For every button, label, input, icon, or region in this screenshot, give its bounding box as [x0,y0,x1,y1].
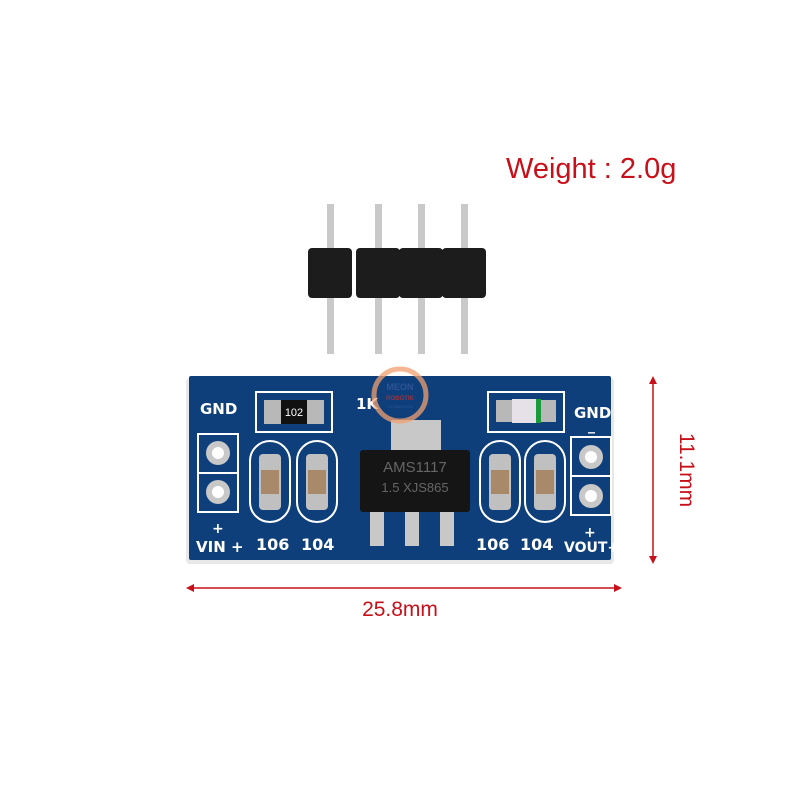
gnd-label: GND [200,400,237,418]
svg-text:OTOMASYON: OTOMASYON [387,404,413,409]
height-dimension [649,376,657,564]
resistor [281,400,307,424]
svg-text:MEON: MEON [387,382,414,392]
capacitor-outline [524,440,566,523]
capacitor [491,470,509,494]
capacitor-outline [296,440,338,523]
regulator-chip [360,450,470,512]
pin-housing [356,248,400,298]
pcb-board: 102 1K GND GND _ AMS1117 1.5 XJS865 + VI… [186,376,619,564]
regulator-marking: AMS1117 [383,459,447,476]
capacitor [308,470,326,494]
pin-housing [399,248,443,298]
cap-label: 106 [476,535,509,554]
capacitor-outline [479,440,521,523]
height-label: 11.1mm [675,433,698,507]
watermark-logo: MEON ROBOTIK OTOMASYON [371,366,429,424]
pin-header [308,204,486,354]
pin-housing [308,248,352,298]
minus-label: _ [588,418,595,434]
plus-label: + [212,521,224,537]
capacitors [249,440,566,523]
cap-label: 106 [256,535,289,554]
capacitor [536,470,554,494]
capacitor [261,470,279,494]
pin-housing [442,248,486,298]
cap-label: 104 [301,535,334,554]
plus-label: + [584,525,596,541]
resistor-marking: 102 [285,407,303,419]
svg-text:ROBOTIK: ROBOTIK [386,396,414,402]
gnd-label: GND [574,404,611,422]
vout-label: VOUT+ [564,540,619,556]
regulator-marking: 1.5 XJS865 [381,480,448,495]
cap-label: 104 [520,535,553,554]
width-label: 25.8mm [362,598,438,621]
width-dimension [186,584,622,592]
led [512,399,536,423]
weight-label: Weight : 2.0g [506,153,676,185]
regulator-tab [391,420,441,454]
capacitor-outline [249,440,291,523]
vin-label: VIN + [196,538,244,556]
